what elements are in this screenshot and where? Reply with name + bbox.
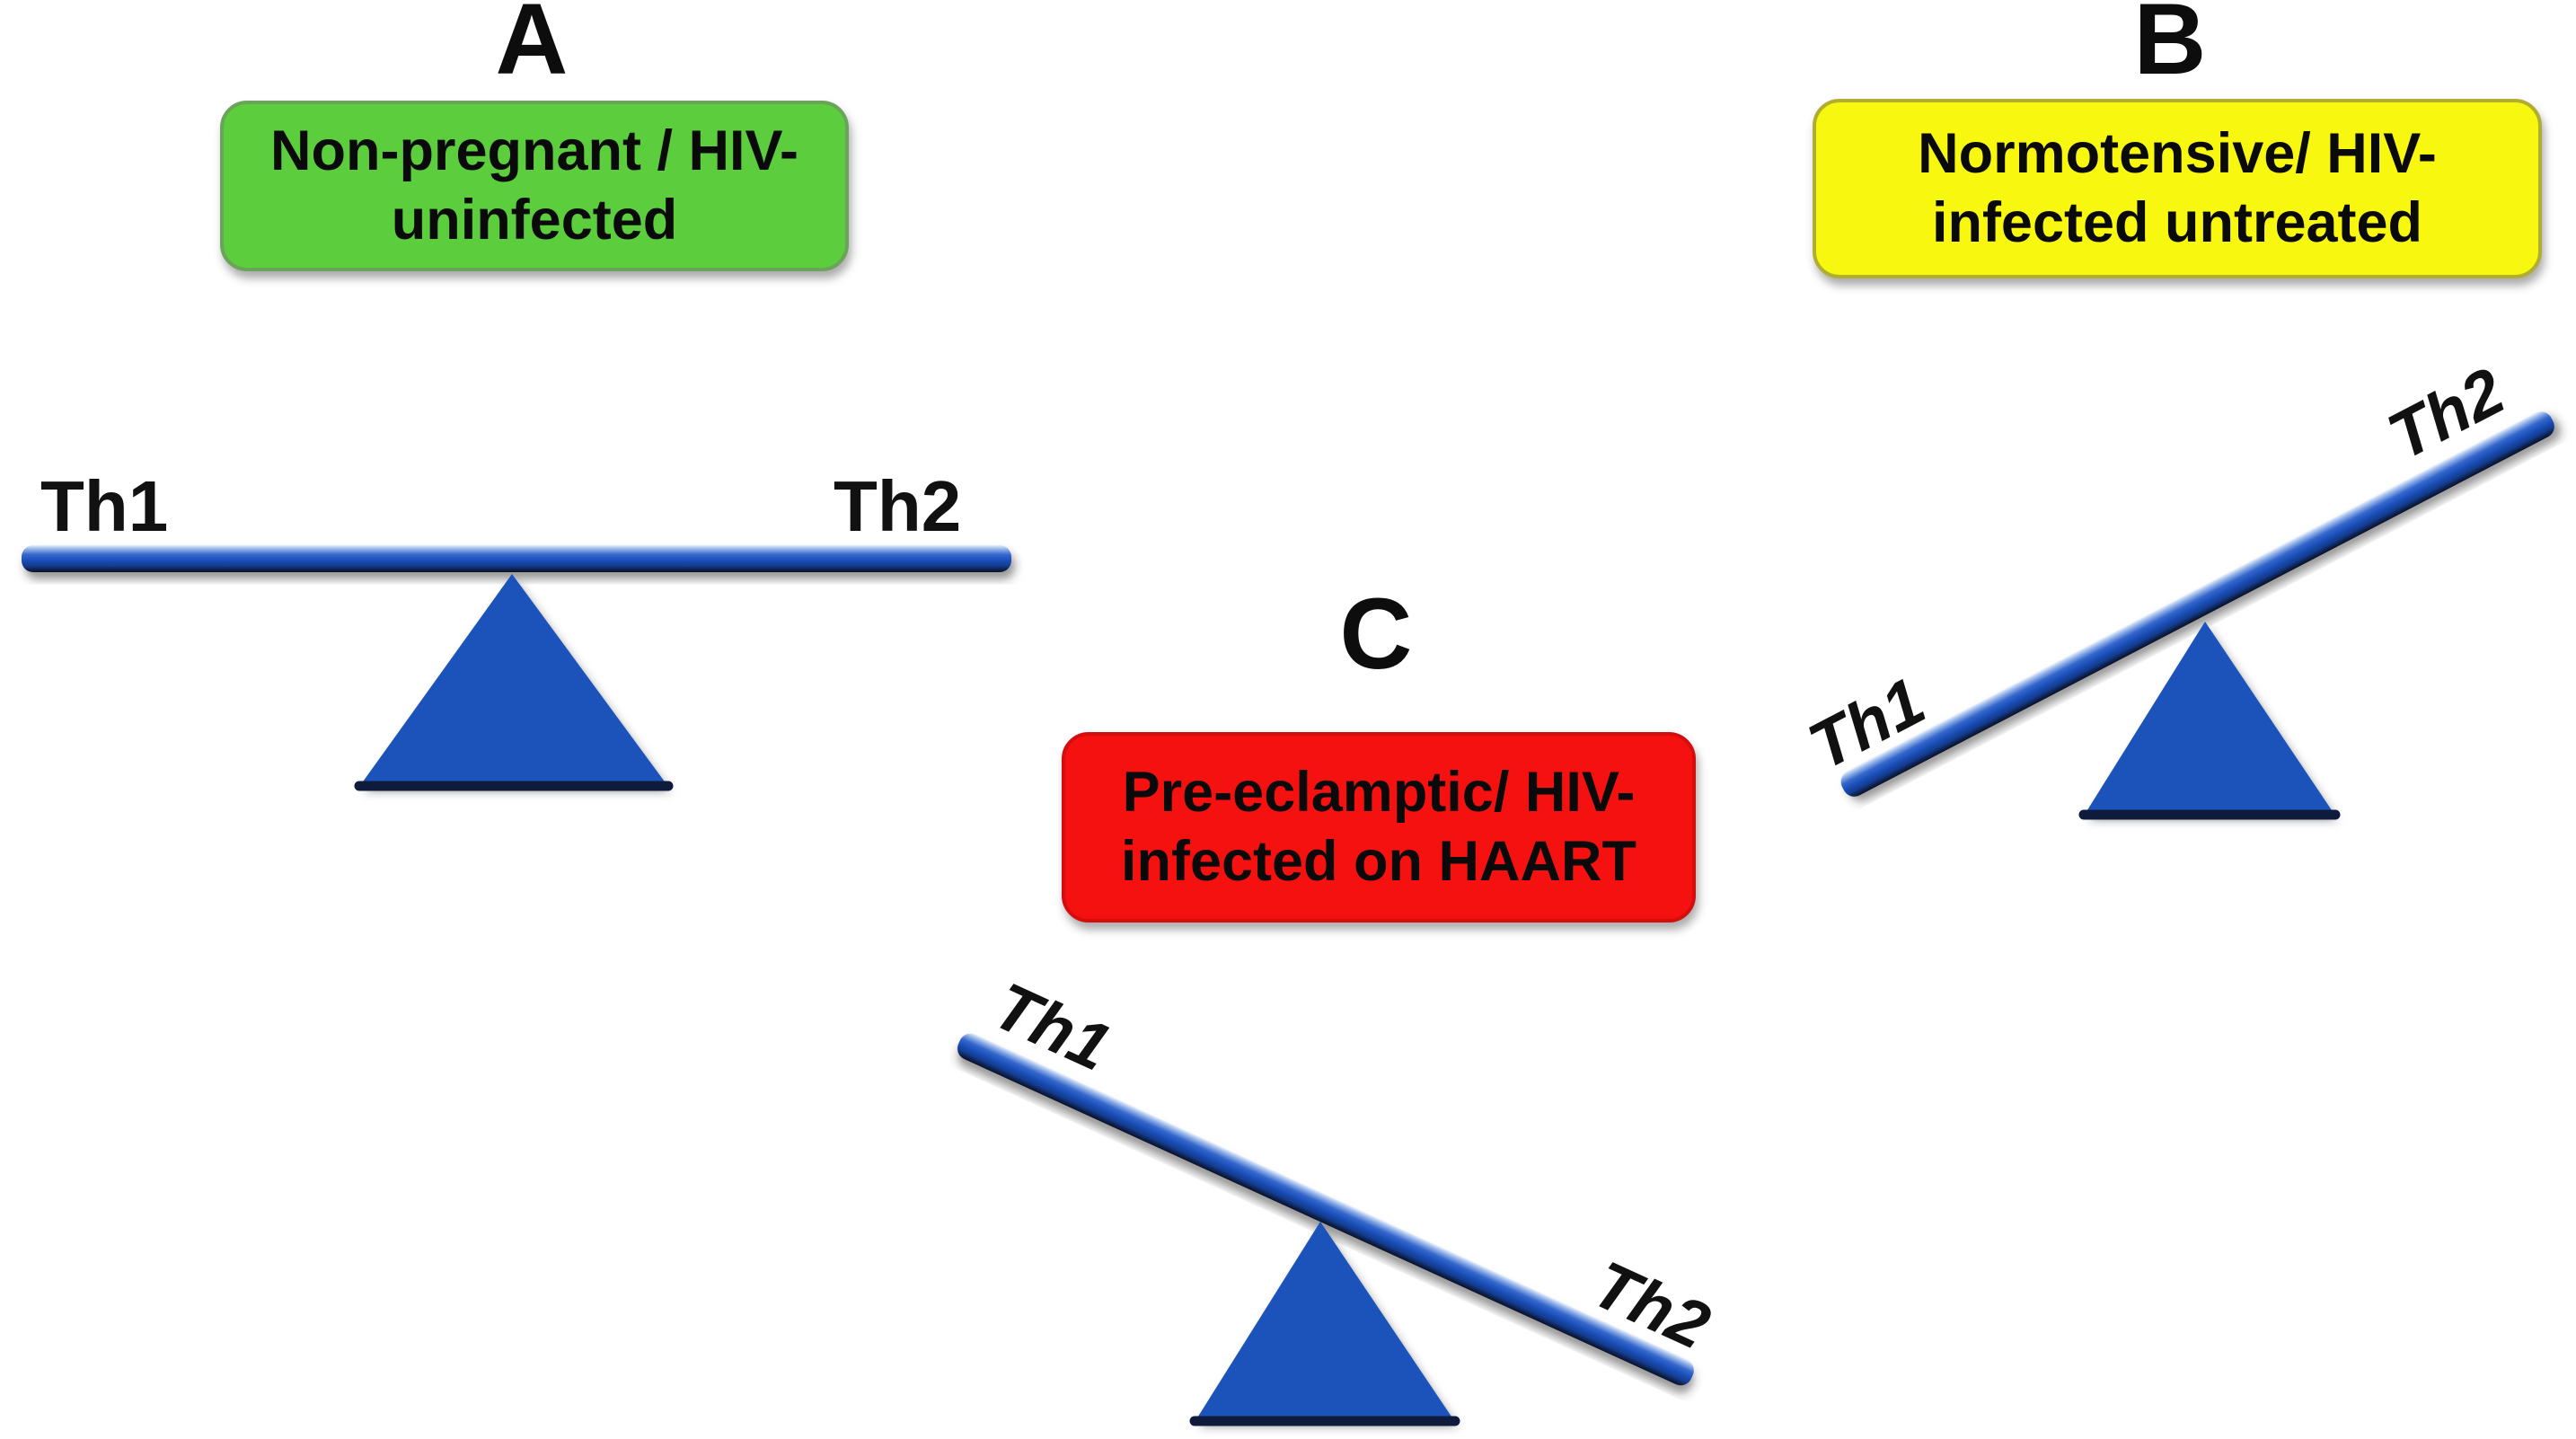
panel-c-seesaw: Th1 Th2 [957, 968, 1721, 1426]
panel-a-th1-label: Th1 [40, 466, 168, 546]
panel-c-fulcrum-triangle [1196, 1222, 1453, 1419]
panel-b-seesaw: Th1 Th2 [1797, 353, 2554, 820]
panel-a-fulcrum-triangle [361, 574, 666, 784]
panel-a-beam [22, 545, 1011, 572]
panel-b-fulcrum-triangle [2086, 622, 2333, 813]
panel-b-beam-group [1840, 411, 2554, 797]
panel-b-beam [1840, 411, 2554, 797]
panel-a-letter: A [495, 0, 569, 95]
panel-a-seesaw: Th1 Th2 [22, 466, 1011, 791]
panel-c-condition-text: Pre-eclamptic/ HIV- infected on HAART [1121, 761, 1636, 893]
panel-c-beam [957, 1033, 1694, 1386]
panel-b-condition-text: Normotensive/ HIV- infected untreated [1918, 122, 2437, 254]
panel-b-condition-box: Normotensive/ HIV- infected untreated [1813, 99, 2542, 278]
panel-c-condition-box: Pre-eclamptic/ HIV- infected on HAART [1062, 732, 1696, 923]
panel-a-condition-box: Non-pregnant / HIV- uninfected [220, 101, 849, 271]
panel-b-letter: B [2133, 0, 2207, 95]
panel-a-condition-text: Non-pregnant / HIV- uninfected [270, 119, 798, 252]
panel-a-th2-label: Th2 [834, 466, 961, 546]
panel-c-beam-group [957, 1033, 1694, 1386]
panel-c-letter: C [1339, 578, 1413, 690]
